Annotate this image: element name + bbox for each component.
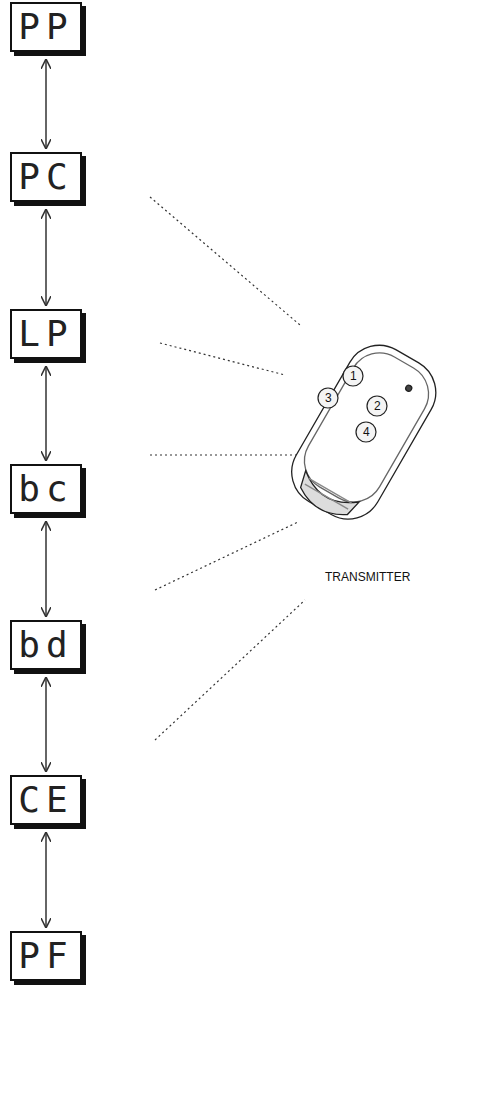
display-box: bc [10, 464, 82, 514]
display-text: PF [18, 938, 73, 974]
leader-line [160, 343, 285, 375]
double-arrow [45, 522, 47, 616]
display-text: PC [18, 159, 73, 195]
leader-line [155, 522, 298, 590]
button-number: 3 [325, 391, 332, 405]
display-text: LP [18, 316, 73, 352]
display-box: PC [10, 152, 82, 202]
leader-line [150, 197, 300, 325]
button-number: 2 [374, 399, 381, 413]
display-box: CE [10, 775, 82, 825]
button-number: 1 [350, 369, 357, 383]
button [356, 422, 376, 442]
double-arrow [45, 833, 47, 927]
key-ring-end [293, 471, 360, 525]
transmitter-body [279, 333, 448, 532]
button [318, 388, 338, 408]
display-text: bd [18, 627, 73, 663]
double-arrow [45, 367, 47, 460]
button [367, 396, 387, 416]
display-box: bd [10, 620, 82, 670]
display-box: LP [10, 309, 82, 359]
display-text: PP [18, 9, 73, 45]
display-box: PF [10, 931, 82, 981]
double-arrow [45, 60, 47, 148]
double-arrow [45, 210, 47, 305]
groove [305, 484, 348, 509]
double-arrow [45, 678, 47, 771]
leader-line [155, 600, 305, 740]
leader-line [150, 454, 296, 455]
display-text: CE [18, 782, 73, 818]
button-number: 4 [363, 425, 370, 439]
button [343, 366, 363, 386]
led [405, 384, 413, 392]
display-text: bc [18, 471, 73, 507]
part-label: TRANSMITTER [325, 570, 410, 584]
display-box: PP [10, 2, 82, 52]
